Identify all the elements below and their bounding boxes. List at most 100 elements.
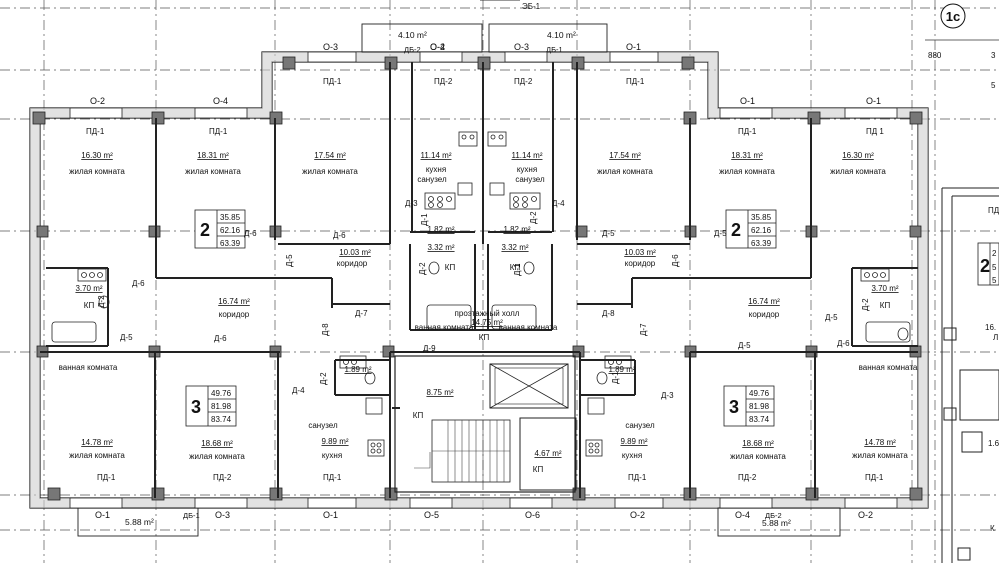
room-area: 11.14 m²: [512, 151, 543, 160]
room-area: 1.82 m²: [427, 225, 454, 234]
room-area: 3.32 m²: [501, 243, 528, 252]
svg-text:Д-7: Д-7: [355, 309, 368, 318]
room-area: 10.03 m²: [339, 248, 371, 257]
svg-text:О-6: О-6: [525, 510, 540, 520]
room-area: 1.89 m²: [344, 365, 371, 374]
room-area: 14.78 m²: [864, 438, 896, 447]
window-labels: О-2 О-4 О-3 О-2 О-4 О-3 О-1 О-1 О-1 О-1 …: [90, 42, 881, 520]
svg-text:О-2: О-2: [630, 510, 645, 520]
svg-text:ПД-1: ПД-1: [323, 473, 342, 482]
apartment-rooms: 2: [200, 220, 210, 240]
svg-text:О-2: О-2: [430, 42, 445, 52]
room-name: кухня: [426, 165, 446, 174]
apartment-rooms: 2: [731, 220, 741, 240]
adjacent-apartment-rooms: 2: [980, 256, 990, 276]
room-area: 1.82 m²: [503, 225, 530, 234]
room-area: 9.89 m²: [620, 437, 647, 446]
room-area: 1.89 m²: [608, 365, 635, 374]
room-area: 17.54 m²: [609, 151, 641, 160]
balcony-area: 5.88 m²: [125, 517, 154, 527]
room-name: коридор: [625, 259, 656, 268]
stair-treads: [414, 420, 510, 482]
room-name: жилая комната: [852, 451, 908, 460]
room-name: коридор: [749, 310, 780, 319]
svg-text:ПД 1: ПД 1: [866, 127, 884, 136]
svg-text:О-3: О-3: [323, 42, 338, 52]
svg-text:Д-2: Д-2: [418, 262, 427, 275]
room-area: 16.74 m²: [748, 297, 780, 306]
svg-text:ПД-1: ПД-1: [738, 127, 757, 136]
top-section-label: ЭБ-1: [522, 2, 541, 11]
apartment-value: 35.85: [751, 213, 772, 222]
room-name: КП: [84, 301, 95, 310]
svg-text:Д-5: Д-5: [825, 313, 838, 322]
balcony-door: ДБ-1: [183, 511, 200, 520]
svg-text:О-4: О-4: [735, 510, 750, 520]
svg-text:Д-8: Д-8: [602, 309, 615, 318]
svg-text:ПД-1: ПД-1: [865, 473, 884, 482]
svg-text:ПД-1: ПД-1: [626, 77, 645, 86]
room-name: КП: [413, 411, 424, 420]
room-area: 14.78 m²: [81, 438, 113, 447]
balcony-top-right: [488, 23, 608, 53]
room-name: жилая комната: [719, 167, 775, 176]
apartment-rooms: 3: [191, 397, 201, 417]
svg-text:О-2: О-2: [90, 96, 105, 106]
room-name: жилая комната: [69, 451, 125, 460]
svg-text:О-1: О-1: [95, 510, 110, 520]
room-name: кухня: [517, 165, 537, 174]
room-area: 3.70 m²: [75, 284, 102, 293]
svg-text:Д-1: Д-1: [420, 213, 429, 226]
svg-text:ПД-2: ПД-2: [514, 77, 533, 86]
apartment-value: 49.76: [211, 389, 232, 398]
room-name: жилая комната: [189, 452, 245, 461]
room-name: жилая комната: [730, 452, 786, 461]
adjacent-value: 5: [992, 263, 997, 272]
room-name: кухня: [622, 451, 642, 460]
room-name: санузел: [515, 175, 545, 184]
apartment-value: 63.39: [220, 239, 241, 248]
stair-core: [394, 355, 577, 493]
room-name: ванная комната: [859, 363, 918, 372]
svg-text:Д-2: Д-2: [529, 211, 538, 224]
svg-text:Д-6: Д-6: [214, 334, 227, 343]
adjacent-section: [941, 187, 999, 563]
room-area: 18.31 m²: [197, 151, 229, 160]
svg-text:О-1: О-1: [626, 42, 641, 52]
svg-text:Д-4: Д-4: [552, 199, 565, 208]
svg-text:О-4: О-4: [213, 96, 228, 106]
balcony-area: 4.10 m²: [547, 30, 576, 40]
svg-text:Д-3: Д-3: [405, 199, 418, 208]
apartment-value: 35.85: [220, 213, 241, 222]
dimension-label: 3: [991, 51, 996, 60]
adjacent-value: 5: [992, 276, 997, 285]
svg-text:ПД-1: ПД-1: [323, 77, 342, 86]
adjacent-text: Л: [993, 333, 998, 342]
room-name: жилая комната: [597, 167, 653, 176]
room-area: 10.03 m²: [624, 248, 656, 257]
svg-text:Д-7: Д-7: [639, 323, 648, 336]
svg-text:Д-5: Д-5: [714, 229, 727, 238]
apartment-labels: 2 35.85 62.16 63.39 2 35.85 62.16 63.39 …: [191, 213, 772, 424]
room-name: КП: [510, 263, 521, 272]
apartment-value: 83.74: [211, 415, 232, 424]
room-area: 18.68 m²: [742, 439, 774, 448]
balcony-door: ДБ-2: [404, 45, 421, 54]
adjacent-text: К: [990, 524, 995, 533]
room-name: коридор: [219, 310, 250, 319]
svg-text:Д-5: Д-5: [738, 341, 751, 350]
plumbing-fixtures: [51, 131, 911, 457]
balcony-area: 5.88 m²: [762, 518, 791, 528]
svg-text:Д-3: Д-3: [661, 391, 674, 400]
svg-text:Д-6: Д-6: [132, 279, 145, 288]
svg-text:Д-5: Д-5: [120, 333, 133, 342]
svg-text:Д-5: Д-5: [602, 229, 615, 238]
balcony-door: ДБ-1: [546, 45, 563, 54]
svg-text:Д-6: Д-6: [837, 339, 850, 348]
room-name: ванная комната: [59, 363, 118, 372]
room-area: 18.31 m²: [731, 151, 763, 160]
room-area: 16.30 m²: [81, 151, 113, 160]
apartment-value: 81.98: [211, 402, 232, 411]
room-area: 18.68 m²: [201, 439, 233, 448]
panel-labels: ПД-1 ПД-1 ПД-1 ПД-2 ПД-2 ПД-1 ПД-1 ПД 1 …: [86, 77, 884, 482]
